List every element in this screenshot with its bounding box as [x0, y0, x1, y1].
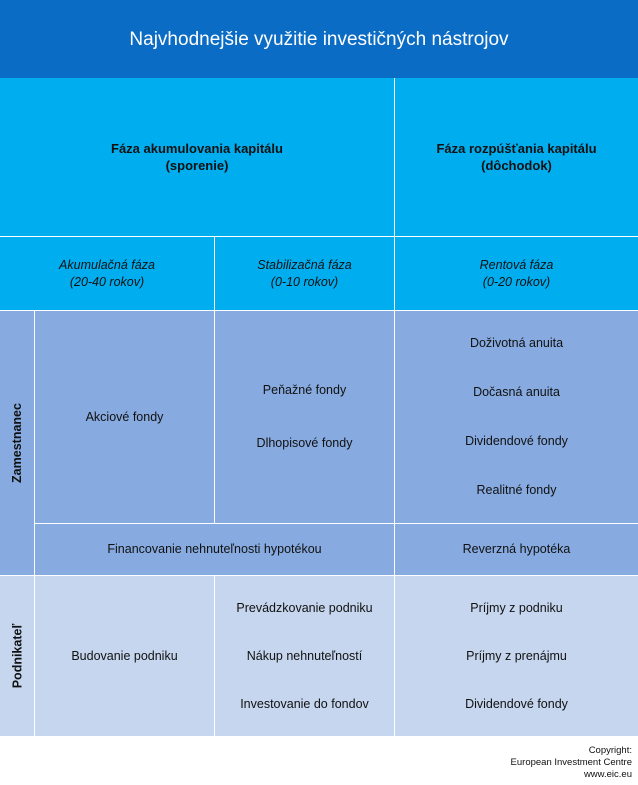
- list-item: Príjmy z prenájmu: [466, 648, 567, 663]
- subphase-accumulation-name: Akumulačná fáza: [59, 257, 155, 272]
- subphase-accumulation: Akumulačná fáza (20-40 rokov): [0, 237, 214, 310]
- phase-accumulation-title: Fáza akumulovania kapitálu: [111, 141, 283, 156]
- list-item: Príjmy z podniku: [470, 600, 563, 615]
- list-item: Dividendové fondy: [465, 696, 568, 711]
- employee-financing-cell: Financovanie nehnuteľnosti hypotékou: [35, 524, 394, 575]
- phase-accumulation: Fáza akumulovania kapitálu (sporenie): [0, 78, 394, 236]
- list-item: Dlhopisové fondy: [256, 436, 353, 450]
- list-item: Investovanie do fondov: [240, 696, 369, 711]
- entrepreneur-accumulation-cell: Budovanie podniku: [35, 576, 214, 736]
- list-item: Reverzná hypotéka: [462, 542, 571, 556]
- page-title: Najvhodnejšie využitie investičných nást…: [0, 0, 638, 78]
- phase-decumulation-subtitle: (dôchodok): [481, 158, 552, 173]
- copyright-url: www.eic.eu: [583, 769, 632, 780]
- employee-accumulation-cell: Akciové fondy: [35, 311, 214, 523]
- subphase-stabilization-name: Stabilizačná fáza: [257, 257, 352, 272]
- title-text: Najvhodnejšie využitie investičných nást…: [129, 28, 509, 50]
- list-item: Financovanie nehnuteľnosti hypotékou: [107, 542, 322, 556]
- phase-decumulation-title: Fáza rozpúšťania kapitálu: [436, 141, 597, 156]
- phase-accumulation-subtitle: (sporenie): [165, 158, 229, 173]
- subphase-accumulation-years: (20-40 rokov): [69, 274, 145, 289]
- list-item: Dočasná anuita: [473, 385, 560, 399]
- entrepreneur-label-cell: Podnikateľ: [0, 576, 34, 736]
- employee-stabilization-cell: Peňažné fondy Dlhopisové fondy: [215, 311, 394, 523]
- phase-decumulation: Fáza rozpúšťania kapitálu (dôchodok): [395, 78, 638, 236]
- list-item: Nákup nehnuteľností: [246, 648, 363, 663]
- list-item: Dividendové fondy: [465, 434, 568, 448]
- subphase-rent-name: Rentová fáza: [479, 257, 554, 272]
- employee-label-cell: Zamestnanec: [0, 311, 34, 575]
- list-item: Prevádzkovanie podniku: [236, 600, 373, 615]
- copyright-owner: European Investment Centre: [510, 757, 632, 768]
- employee-reverse-cell: Reverzná hypotéka: [395, 524, 638, 575]
- entrepreneur-rent-cell: Príjmy z podniku Príjmy z prenájmu Divid…: [395, 576, 638, 736]
- employee-label: Zamestnanec: [10, 403, 24, 483]
- entrepreneur-stabilization-cell: Prevádzkovanie podniku Nákup nehnuteľnos…: [215, 576, 394, 736]
- entrepreneur-label: Podnikateľ: [10, 623, 24, 689]
- employee-rent-cell: Doživotná anuita Dočasná anuita Dividend…: [395, 311, 638, 523]
- list-item: Doživotná anuita: [469, 336, 564, 350]
- subphase-stabilization: Stabilizačná fáza (0-10 rokov): [215, 237, 394, 310]
- copyright: Copyright: European Investment Centre ww…: [511, 745, 632, 781]
- list-item: Realitné fondy: [476, 483, 557, 497]
- copyright-label: Copyright:: [588, 745, 632, 756]
- list-item: Budovanie podniku: [71, 648, 178, 663]
- list-item: Peňažné fondy: [262, 383, 347, 397]
- subphase-rent-years: (0-20 rokov): [482, 274, 551, 289]
- subphase-stabilization-years: (0-10 rokov): [270, 274, 339, 289]
- list-item: Akciové fondy: [85, 409, 164, 424]
- subphase-rent: Rentová fáza (0-20 rokov): [395, 237, 638, 310]
